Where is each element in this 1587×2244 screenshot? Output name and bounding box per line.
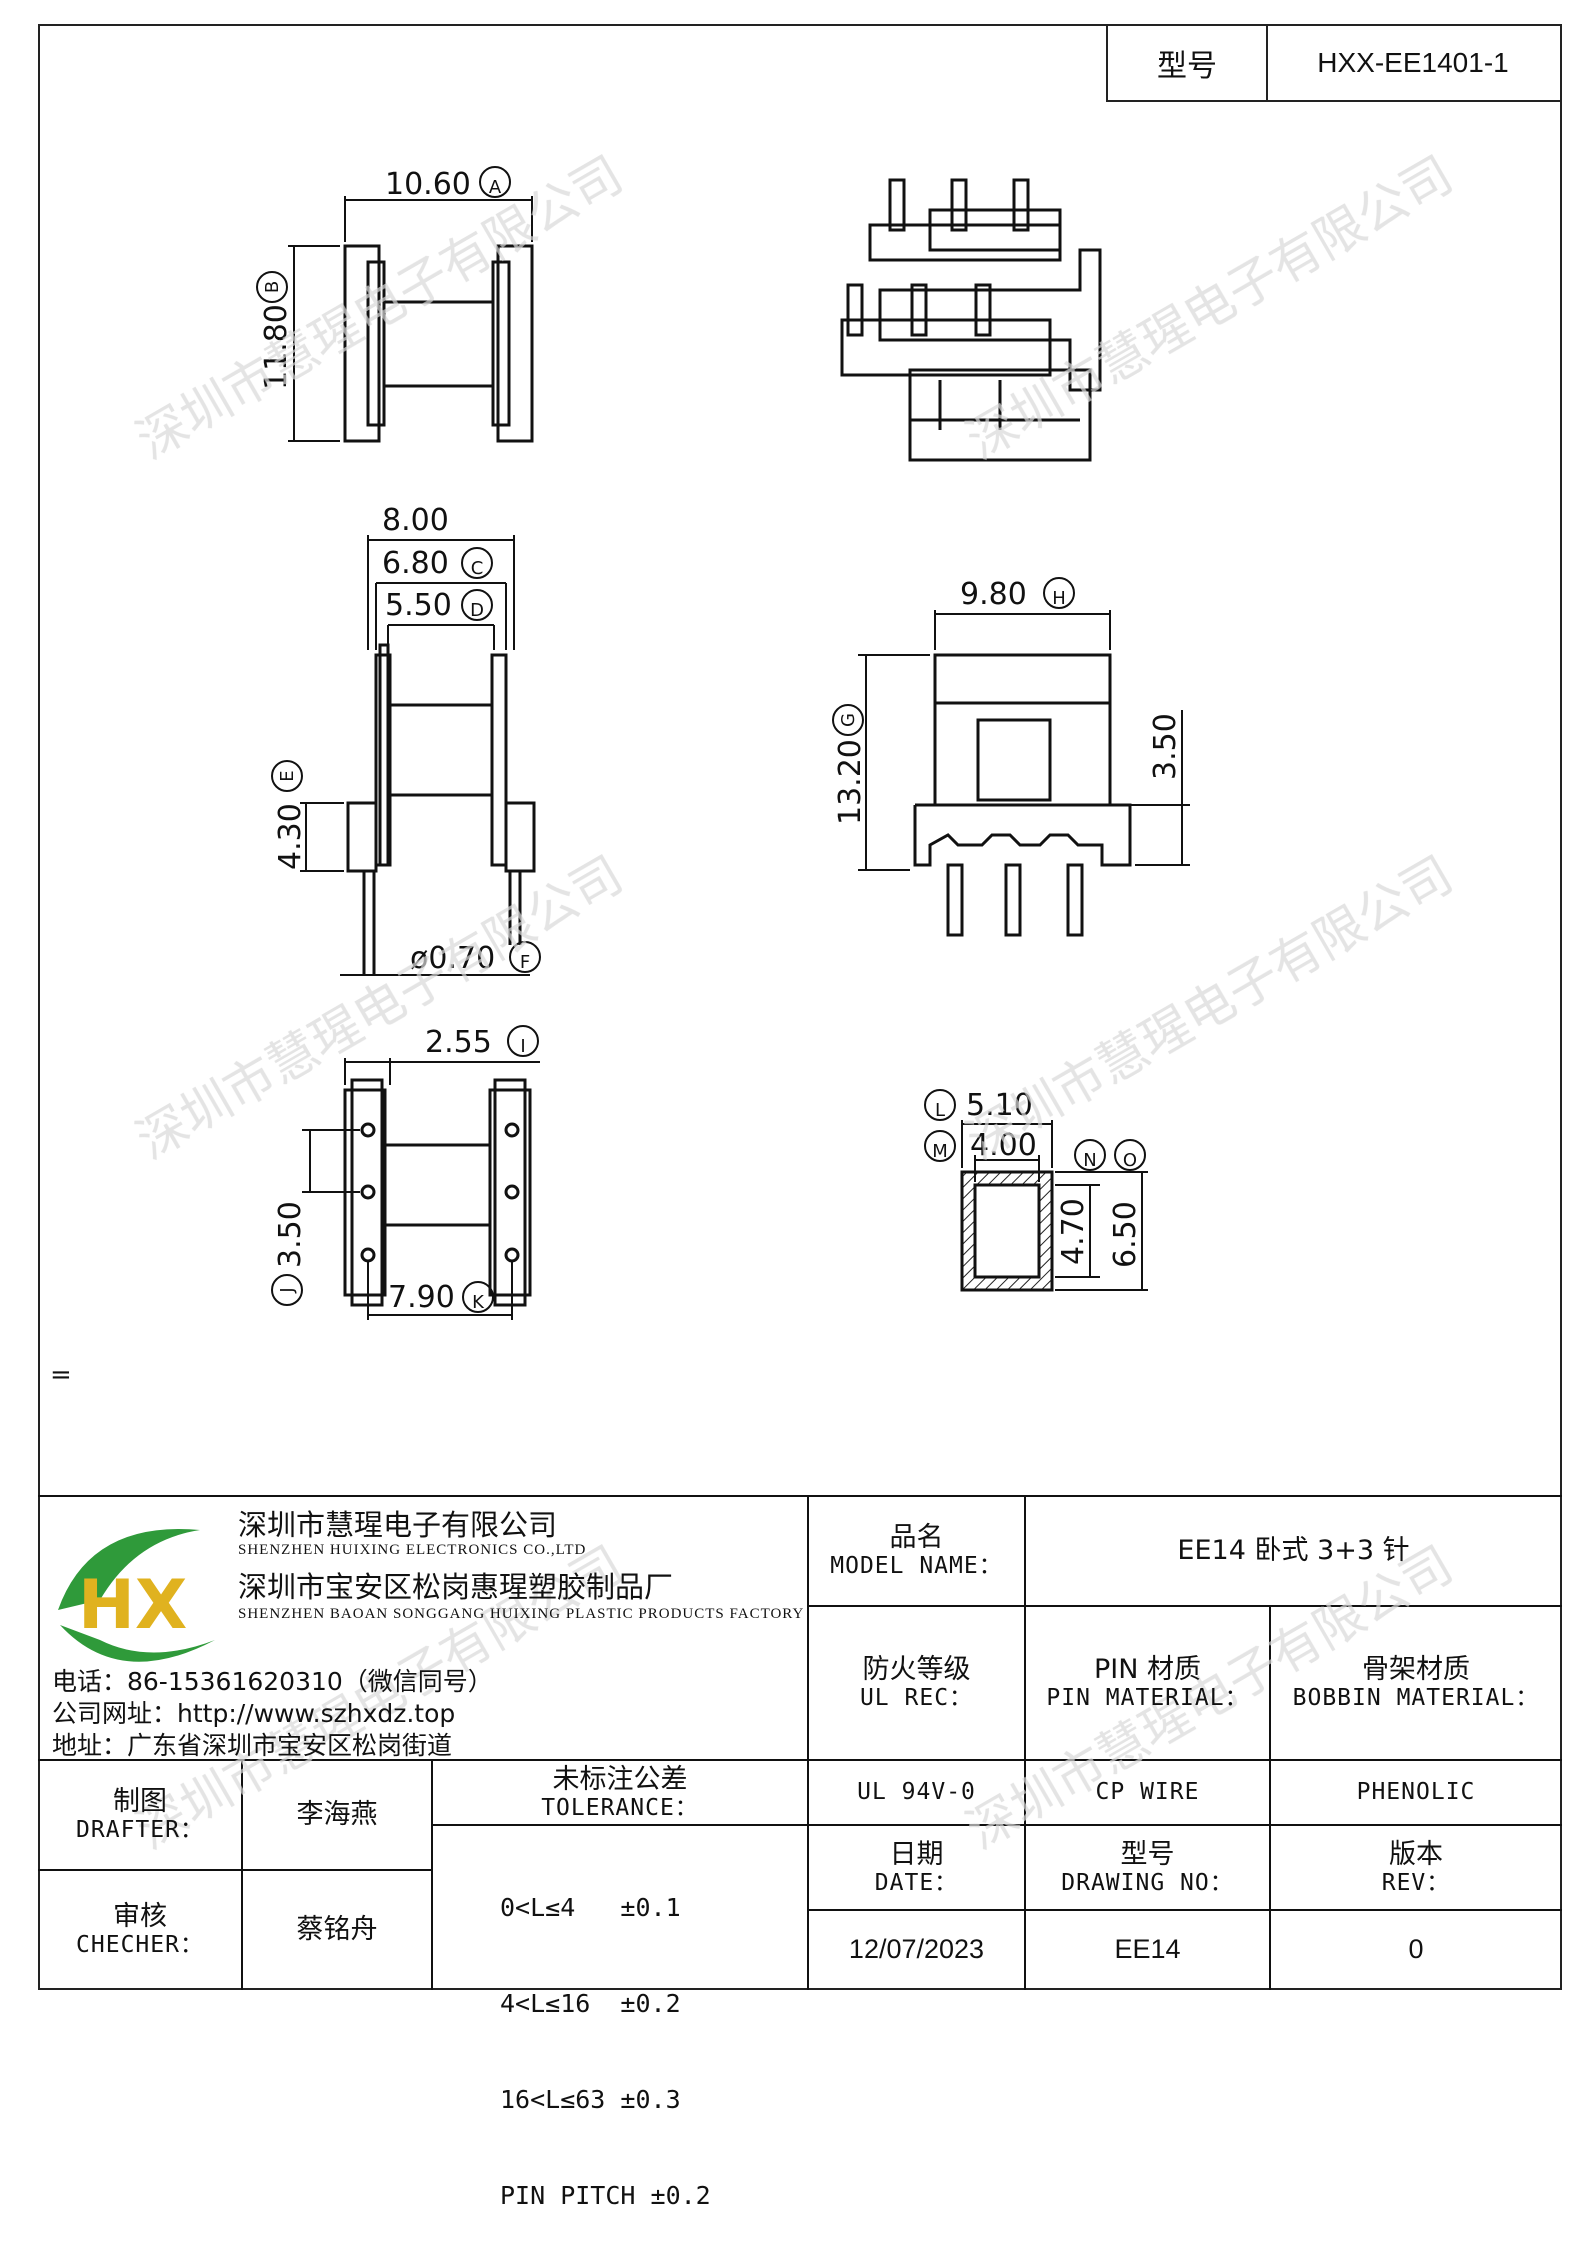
dim-k-label: 7.90 — [388, 1280, 455, 1315]
model-name-value: EE14 卧式 3+3 针 — [1177, 1535, 1410, 1567]
dim-i-tag: I — [520, 1036, 525, 1057]
pin-material-value: CP WIRE — [1095, 1779, 1200, 1806]
logo-hx-text: HX — [78, 1566, 187, 1645]
watermark-text-2: 深圳市慧瑆电子有限公司 — [957, 145, 1462, 470]
dim-j-tag: J — [277, 1287, 298, 1293]
tolerance-line: 4<L≤16 ±0.2 — [500, 1989, 681, 2018]
dim-o-tag: O — [1123, 1150, 1137, 1171]
dim-a-tag: A — [489, 177, 502, 198]
isometric-view — [840, 178, 1102, 462]
drafter-value: 李海燕 — [296, 1799, 378, 1831]
dim-f-tag: F — [520, 952, 530, 973]
side-view — [858, 610, 1190, 937]
watermark-text-3: 深圳市慧瑆电子有限公司 — [127, 845, 632, 1170]
date-value: 12/07/2023 — [848, 1934, 985, 1965]
dim-i-label: 2.55 — [425, 1025, 492, 1060]
technical-drawing: 10.60 A 11.80 B 8.00 6.80 C 5.50 D 4.30 … — [38, 145, 1562, 1990]
dim-o-label: 6.50 — [1108, 1201, 1143, 1268]
tolerance-values: 0<L≤4 ±0.1 4<L≤16 ±0.2 16<L≤63 ±0.3 PIN … — [500, 1828, 711, 2244]
dim-m-label: 4.00 — [970, 1128, 1037, 1163]
model-header-value: HXX-EE1401-1 — [1317, 47, 1509, 78]
bottom-view — [302, 1058, 540, 1320]
dim-e-tag: E — [277, 770, 298, 781]
checker-value: 蔡铭舟 — [296, 1914, 378, 1946]
drawing-no-label: 型号 DRAWING NO： — [1061, 1838, 1234, 1896]
dim-h-tag: H — [1052, 588, 1066, 609]
dim-800-label: 8.00 — [382, 503, 449, 538]
dim-l-label: 5.10 — [966, 1088, 1033, 1123]
rev-label: 版本 REV： — [1381, 1838, 1451, 1896]
titleblock-grid — [38, 1495, 1562, 1990]
dim-j-label: 3.50 — [273, 1201, 308, 1268]
tolerance-line: 0<L≤4 ±0.1 — [500, 1893, 681, 1922]
bobbin-material-value: PHENOLIC — [1356, 1779, 1476, 1806]
dim-c-tag: C — [471, 558, 484, 579]
dim-n-label: 4.70 — [1056, 1198, 1091, 1265]
dim-d-tag: D — [470, 600, 484, 621]
dim-m-tag: M — [932, 1141, 948, 1162]
dim-e-label: 4.30 — [273, 803, 308, 870]
watermark-text-4: 深圳市慧瑆电子有限公司 — [957, 845, 1462, 1170]
drawing-no-value: EE14 — [1114, 1934, 1181, 1965]
checker-label: 审核 CHECHER： — [76, 1901, 204, 1959]
dim-d-label: 5.50 — [385, 588, 452, 623]
company-name-en: SHENZHEN HUIXING ELECTRONICS CO.,LTD — [238, 1542, 587, 1558]
model-header-box: 型号 HXX-EE1401-1 — [1106, 24, 1562, 102]
dim-a-label: 10.60 — [385, 167, 471, 202]
tolerance-line: 16<L≤63 ±0.3 — [500, 2085, 681, 2114]
company-name-cn: 深圳市慧瑆电子有限公司 — [238, 1508, 558, 1542]
note-mark: = — [50, 1360, 72, 1390]
ul-rec-label: 防火等级 UL REC： — [859, 1654, 974, 1712]
dim-k-tag: K — [472, 1292, 485, 1313]
bobbin-material-label: 骨架材质 BOBBIN MATERIAL： — [1292, 1654, 1540, 1712]
company-logo: HX — [58, 1529, 215, 1662]
dim-b-label: 11.80 — [259, 304, 294, 390]
model-header-label: 型号 — [1108, 26, 1268, 100]
dim-h-label: 9.80 — [960, 577, 1027, 612]
dim-n-tag: N — [1083, 1150, 1096, 1171]
company-address: 地址：广东省深圳市宝安区松岗街道 — [52, 1731, 453, 1760]
dim-350-label: 3.50 — [1148, 713, 1183, 780]
dim-c-label: 6.80 — [382, 546, 449, 581]
dim-g-label: 13.20 — [833, 739, 868, 825]
dim-g-tag: G — [838, 713, 859, 727]
tolerance-label: 未标注公差 TOLERANCE： — [541, 1763, 699, 1821]
front-view — [300, 535, 536, 976]
dim-l-tag: L — [935, 1100, 945, 1121]
dim-f-label: ø0.70 — [410, 941, 495, 976]
date-label: 日期 DATE： — [874, 1838, 959, 1896]
factory-name-en: SHENZHEN BAOAN SONGGANG HUIXING PLASTIC … — [238, 1606, 805, 1622]
core-section-view — [960, 1120, 1148, 1292]
company-phone: 电话：86-15361620310（微信同号） — [52, 1667, 493, 1696]
factory-name-cn: 深圳市宝安区松岗惠瑆塑胶制品厂 — [238, 1570, 674, 1604]
tolerance-line: PIN PITCH ±0.2 — [500, 2181, 711, 2210]
model-name-label: 品名 MODEL NAME： — [830, 1522, 1003, 1580]
top-view — [288, 196, 534, 443]
dim-b-tag: B — [262, 281, 283, 293]
drawing-sheet-border — [38, 24, 1562, 1990]
ul-rec-value: UL 94V-0 — [857, 1779, 976, 1806]
drafter-label: 制图 DRAFTER： — [76, 1786, 204, 1844]
pin-material-label: PIN 材质 PIN MATERIAL： — [1046, 1654, 1249, 1712]
company-website: 公司网址：http://www.szhxdz.top — [52, 1699, 456, 1728]
rev-value: 0 — [1408, 1934, 1424, 1965]
